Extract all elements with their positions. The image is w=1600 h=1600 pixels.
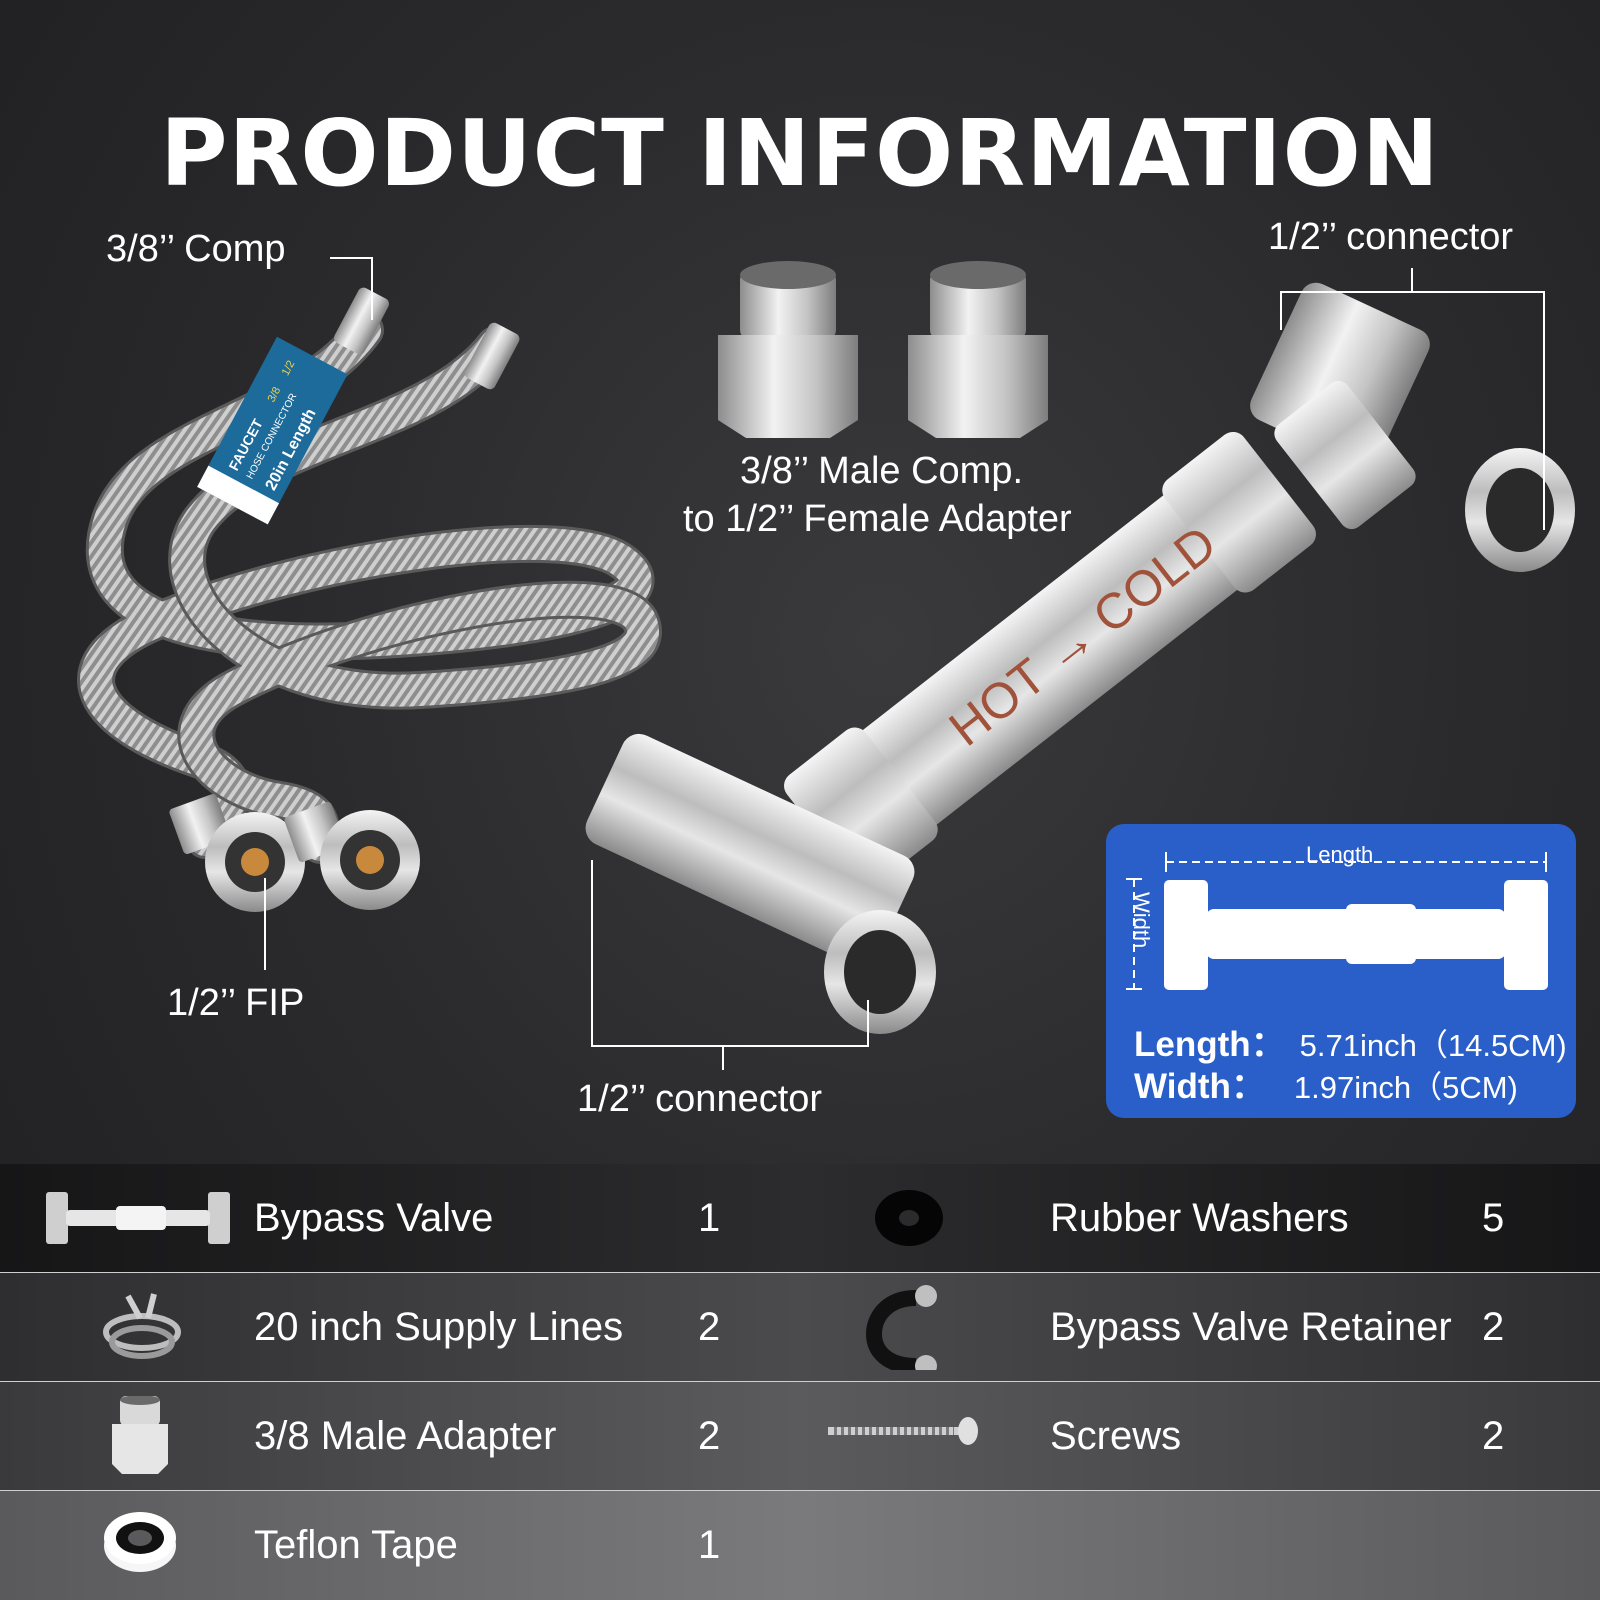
part-name: Rubber Washers [1050, 1196, 1349, 1240]
callout-adapter-line1: 3/8’’ Male Comp. [740, 450, 1024, 492]
part-qty: 1 [698, 1196, 721, 1240]
screw-icon [828, 1417, 978, 1445]
callout-adapter-line2: to 1/2’’ Female Adapter [683, 498, 1072, 540]
supply-hoses [77, 311, 662, 864]
rubber-washer-icon [875, 1190, 943, 1246]
part-name: Screws [1050, 1414, 1182, 1458]
part-qty: 2 [698, 1414, 721, 1458]
length-spec: Length：5.71inch（14.5CM) [1134, 1025, 1567, 1064]
supply-lines-icon [103, 1293, 181, 1359]
table-row [0, 1491, 1600, 1600]
part-qty: 5 [1482, 1196, 1505, 1240]
part-qty: 2 [698, 1305, 721, 1349]
length-label: Length [1306, 842, 1374, 867]
compression-ends [334, 287, 520, 390]
retainer-clip-icon [866, 1285, 937, 1370]
flow-direction-label: HOT → COLD [939, 515, 1227, 757]
page-title: PRODUCT INFORMATION [160, 100, 1440, 207]
dimensions-badge: Length Width Length：5.71inch（14.5CM) Wid… [1106, 824, 1576, 1118]
width-label: Width [1129, 892, 1154, 949]
male-adapters [718, 261, 1048, 438]
parts-table: Bypass Valve 1 Rubber Washers 5 20 inch … [0, 1164, 1600, 1600]
table-row [0, 1382, 1600, 1490]
product-illustration: FAUCET HOSE CONNECTOR 20in Length 3/8 1/… [77, 257, 1575, 1070]
callout-comp: 3/8’’ Comp [106, 228, 286, 270]
fip-nuts [169, 794, 420, 912]
callout-fip: 1/2’’ FIP [167, 982, 305, 1024]
part-name: 3/8 Male Adapter [254, 1414, 557, 1458]
callout-connector-top: 1/2’’ connector [1268, 216, 1514, 258]
hose-tag: FAUCET HOSE CONNECTOR 20in Length 3/8 1/… [197, 336, 348, 525]
part-qty: 2 [1482, 1305, 1505, 1349]
dimension-diagram [1126, 852, 1548, 990]
part-qty: 1 [698, 1523, 721, 1567]
bypass-valve-icon [46, 1192, 230, 1244]
part-name: Bypass Valve Retainer [1050, 1305, 1452, 1349]
male-adapter-icon [112, 1396, 168, 1474]
table-row [0, 1164, 1600, 1272]
leader-lines [264, 257, 1545, 1070]
table-row [0, 1273, 1600, 1381]
part-name: Teflon Tape [254, 1523, 458, 1567]
teflon-tape-icon [104, 1512, 176, 1572]
part-name: Bypass Valve [254, 1196, 494, 1240]
width-spec: Width：1.97inch（5CM) [1134, 1067, 1518, 1106]
part-name: 20 inch Supply Lines [254, 1305, 624, 1349]
callout-connector-bottom: 1/2’’ connector [577, 1078, 823, 1120]
part-qty: 2 [1482, 1414, 1505, 1458]
